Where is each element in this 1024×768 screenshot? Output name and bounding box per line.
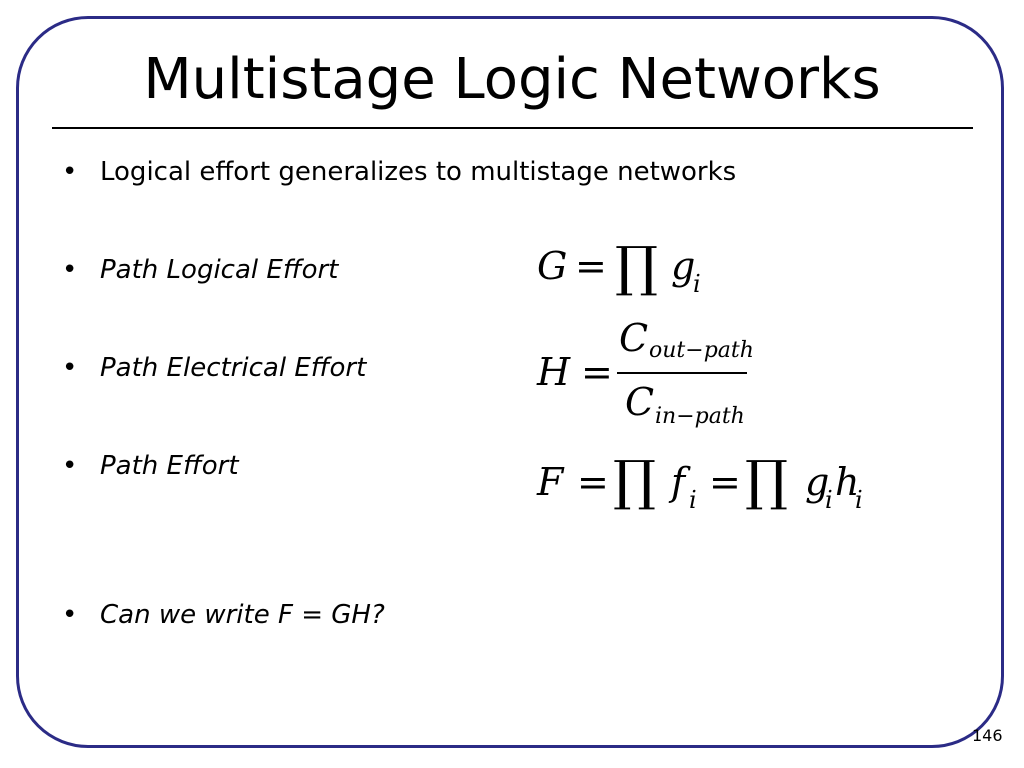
- bullet-marker: •: [62, 600, 78, 630]
- equation-subscript: i: [855, 486, 863, 514]
- equation-subscript: i: [689, 486, 697, 514]
- bullet-text: Path Effort: [100, 451, 239, 481]
- product-symbol: ∏: [745, 449, 788, 512]
- equals-sign: =: [709, 460, 741, 504]
- product-symbol: ∏: [615, 235, 658, 298]
- bullet-text: Logical effort generalizes to multistage…: [100, 157, 737, 187]
- slide-title: Multistage Logic Networks: [143, 47, 881, 112]
- product-symbol: ∏: [613, 449, 656, 512]
- equation-lhs: G: [537, 244, 568, 288]
- bullet-text: Path Electrical Effort: [100, 353, 367, 383]
- page-number: 146: [972, 726, 1003, 745]
- title-divider: [52, 127, 973, 129]
- fraction-denominator: C: [625, 380, 655, 424]
- numerator-subscript: out−path: [649, 338, 754, 363]
- bullet-marker: •: [62, 451, 78, 481]
- equation-term: g: [805, 460, 830, 504]
- fraction-numerator: C: [619, 316, 649, 360]
- bullet-marker: •: [62, 353, 78, 383]
- equals-sign: =: [575, 244, 607, 288]
- equation-term: g: [671, 244, 696, 288]
- denominator-subscript: in−path: [655, 404, 745, 429]
- bullet-marker: •: [62, 157, 78, 187]
- equation-lhs: F: [537, 460, 564, 504]
- slide-frame: [16, 16, 1004, 748]
- bullet-text: Path Logical Effort: [100, 255, 339, 285]
- equals-sign: =: [577, 460, 609, 504]
- equals-sign: =: [581, 350, 613, 394]
- equation-lhs: H: [537, 350, 571, 394]
- fraction-bar: [617, 372, 747, 374]
- equation-term: f: [671, 460, 686, 504]
- bullet-text: Can we write F = GH?: [100, 600, 385, 630]
- equation-subscript: i: [825, 486, 833, 514]
- equation-term: h: [835, 460, 860, 504]
- equation-subscript: i: [693, 270, 701, 298]
- bullet-marker: •: [62, 255, 78, 285]
